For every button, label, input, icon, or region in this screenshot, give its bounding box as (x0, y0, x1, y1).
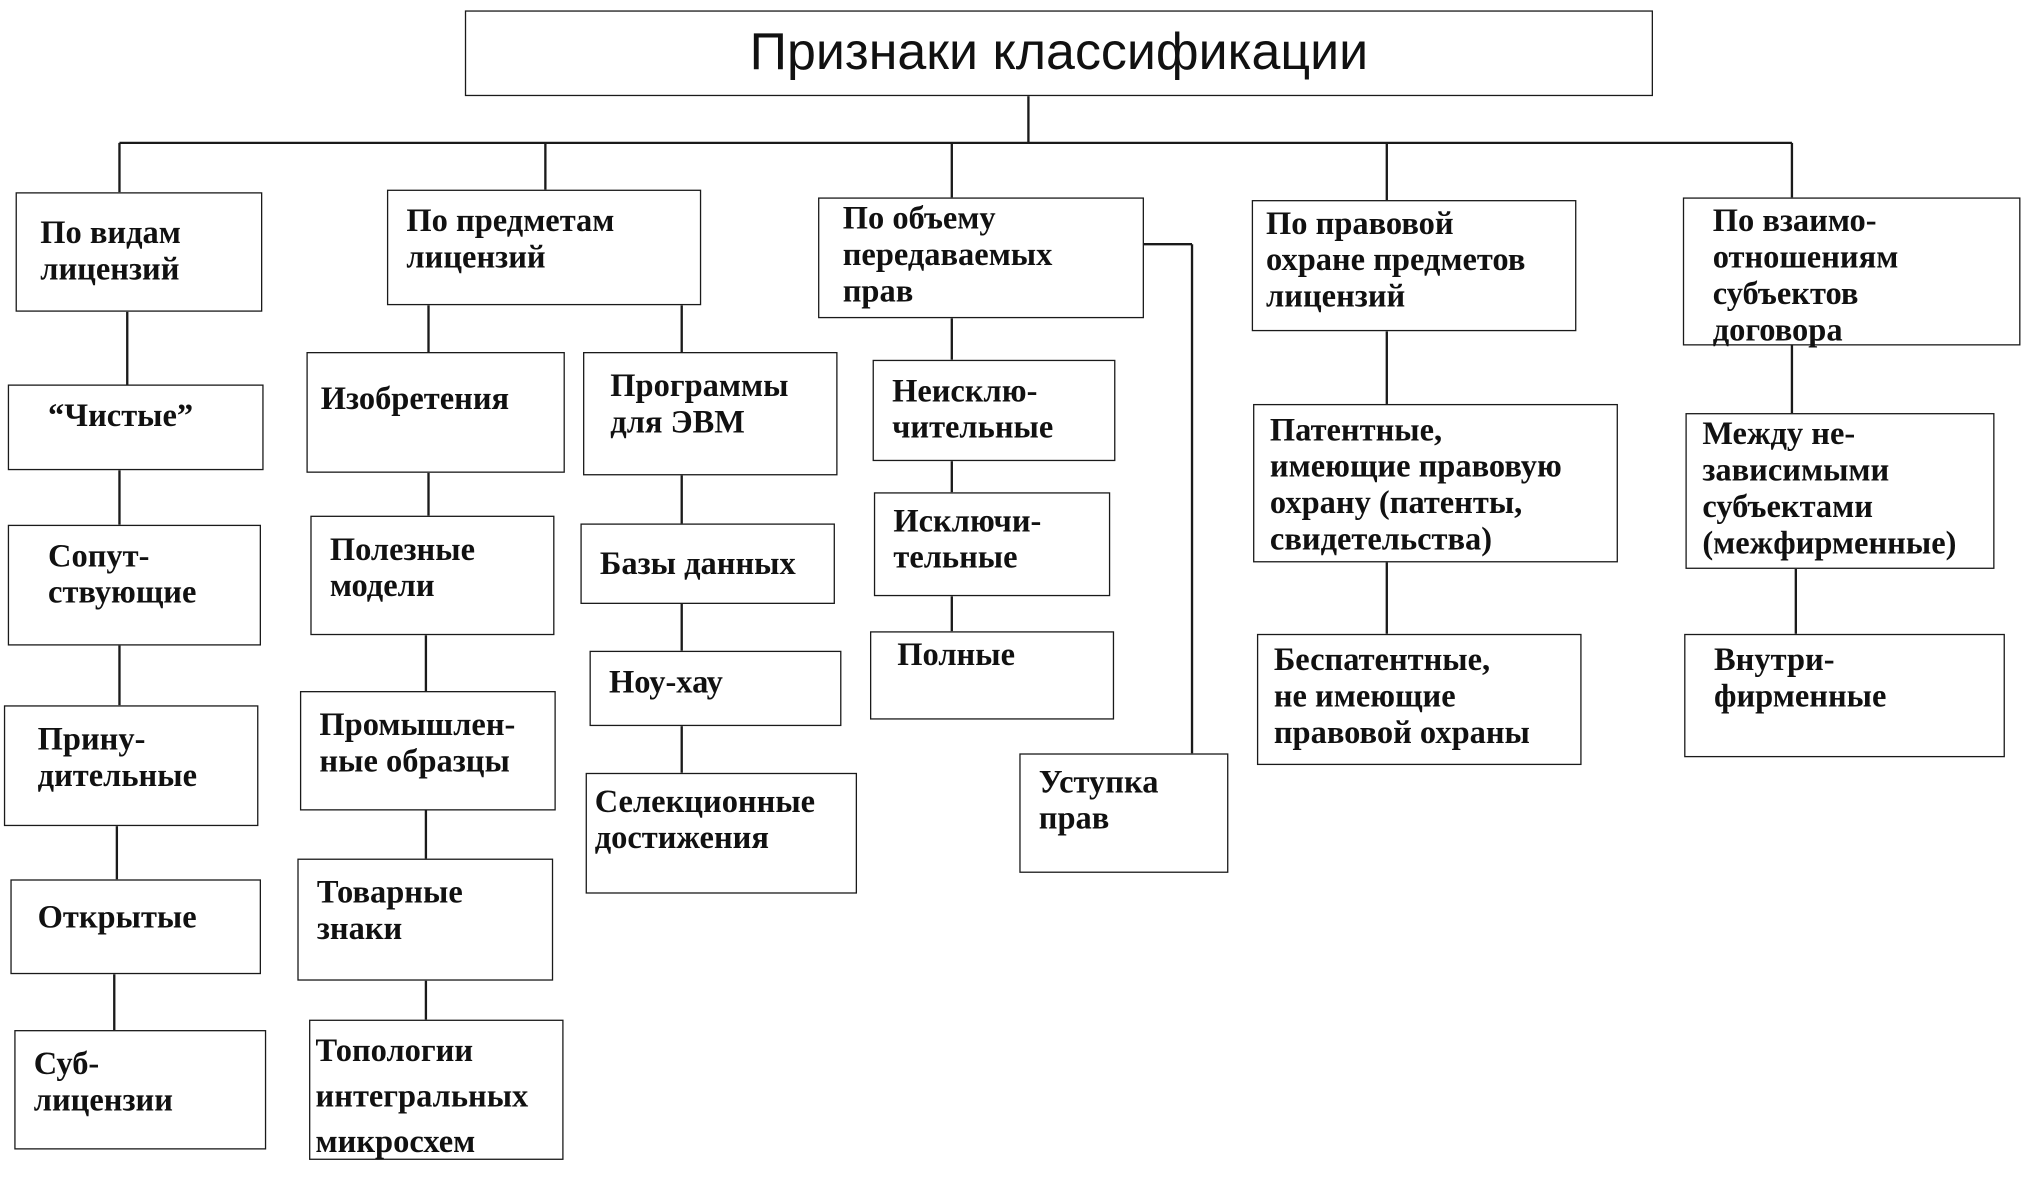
item-box: Базы данных (580, 523, 835, 604)
item-box: Сопут- ствующие (7, 524, 261, 646)
item-label: Ноу-хау (608, 665, 723, 701)
item-box: Между не- зависимыми субъектами (межфирм… (1685, 413, 1995, 569)
item-label: Промышлен- ные образцы (319, 707, 516, 780)
item-box: Ноу-хау (589, 650, 842, 727)
item-label: Селекционные достижения (594, 784, 816, 856)
item-label: Патентные, имеющие правовую охрану (пате… (1269, 413, 1562, 558)
item-label: Полные (897, 637, 1016, 673)
item-box: Товарные знаки (297, 858, 554, 981)
item-box: Неисклю- чительные (872, 359, 1116, 462)
item-label: Прину- дительные (37, 722, 197, 794)
category-label: По правовой охране предметов лицензий (1266, 206, 1526, 315)
item-box: Патентные, имеющие правовую охрану (пате… (1253, 403, 1618, 563)
item-label: Товарные знаки (316, 875, 463, 947)
item-box: “Чистые” (7, 384, 264, 471)
item-box: Полезные модели (310, 515, 555, 636)
item-label: Полезные модели (329, 532, 476, 604)
item-label: Беспатентные, не имеющие правовой охраны (1273, 642, 1530, 751)
item-label: Топологии интегральных микросхем (315, 1033, 529, 1160)
item-label: Изобретения (320, 381, 510, 417)
item-label: Исключи- тельные (893, 503, 1042, 576)
category-label: По видам лицензий (40, 215, 181, 288)
item-box: Внутри- фирменные (1684, 633, 2005, 758)
item-box: Полные (869, 631, 1115, 720)
category-box-legal-protection: По правовой охране предметов лицензий (1251, 200, 1577, 332)
item-box: Топологии интегральных микросхем (309, 1019, 564, 1160)
category-box-license-types: По видам лицензий (15, 192, 263, 312)
item-box: Селекционные достижения (585, 772, 858, 894)
item-box-transfer: Уступка прав (1019, 753, 1229, 873)
item-box: Прину- дительные (3, 705, 259, 827)
item-box: Изобретения (306, 352, 565, 473)
item-label: Программы для ЭВМ (610, 368, 789, 441)
item-box: Промышлен- ные образцы (299, 691, 556, 811)
item-box: Суб- лицензии (14, 1030, 267, 1150)
category-label: По объему передаваемых прав (842, 201, 1053, 310)
item-box: Беспатентные, не имеющие правовой охраны (1256, 633, 1582, 766)
item-label: Уступка прав (1038, 765, 1159, 837)
title-box: Признаки классификации (464, 10, 1653, 97)
item-box: Исключи- тельные (873, 492, 1111, 597)
item-label: Неисклю- чительные (892, 374, 1054, 446)
category-label: По взаимо- отношениям субъектов договора (1712, 203, 1899, 349)
item-label: Между не- зависимыми субъектами (межфирм… (1702, 416, 1957, 562)
item-label: “Чистые” (48, 398, 194, 434)
diagram-title: Признаки классификации (749, 23, 1369, 81)
item-label: Внутри- фирменные (1714, 642, 1887, 715)
category-box-license-subjects: По предметам лицензий (386, 189, 702, 306)
item-box: Программы для ЭВМ (583, 352, 838, 476)
item-box: Открытые (10, 879, 261, 975)
item-label: Открытые (37, 900, 197, 936)
category-label: По предметам лицензий (406, 203, 615, 276)
category-box-rights-volume: По объему передаваемых прав (818, 197, 1144, 319)
item-label: Базы данных (599, 546, 796, 582)
item-label: Суб- лицензии (33, 1046, 173, 1119)
item-label: Сопут- ствующие (48, 539, 197, 611)
category-box-relations: По взаимо- отношениям субъектов договора (1682, 197, 2021, 348)
